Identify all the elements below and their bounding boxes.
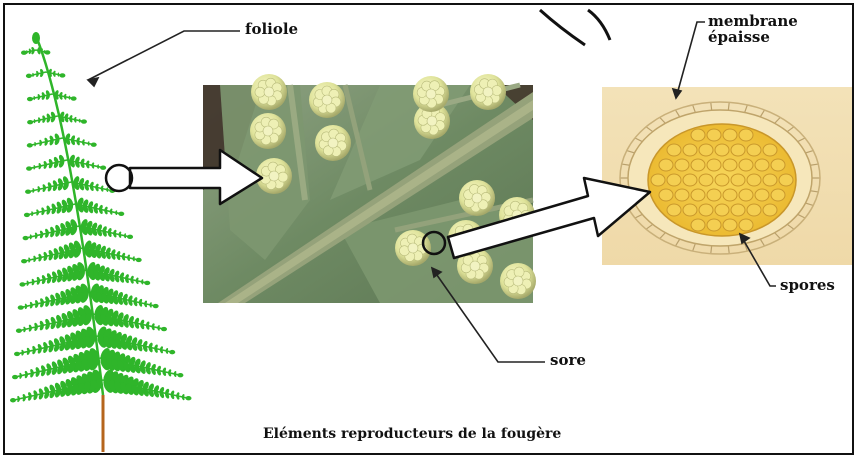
spore — [771, 189, 785, 201]
sorus — [315, 125, 351, 161]
figure-caption: Eléments reproducteurs de la fougère — [263, 427, 561, 442]
spore — [731, 174, 745, 186]
spore — [707, 189, 721, 201]
spore — [763, 204, 777, 216]
sorus — [500, 263, 536, 299]
spore — [723, 189, 737, 201]
label-sore: sore — [550, 353, 586, 369]
spore — [675, 159, 689, 171]
spore — [747, 204, 761, 216]
spore — [723, 219, 737, 231]
fern-pinna-right — [86, 261, 150, 285]
fern-pinna-right — [101, 368, 191, 401]
spore — [763, 144, 777, 156]
fern-pinna-left — [21, 47, 36, 55]
fern-pinna-left — [10, 368, 104, 402]
spore — [739, 219, 753, 231]
fern-pinna-right — [67, 154, 106, 170]
spore — [691, 129, 705, 141]
spore — [683, 144, 697, 156]
fern-pinna-left — [27, 111, 58, 124]
spore — [707, 129, 721, 141]
fern-pinna-right — [63, 133, 97, 147]
sorus — [413, 76, 449, 112]
spore — [771, 159, 785, 171]
spore — [659, 159, 673, 171]
fern-pinna-left — [27, 90, 52, 102]
spore — [755, 159, 769, 171]
fern-frond-illustration — [10, 32, 192, 452]
fern-pinna-left — [27, 133, 63, 148]
spore — [747, 144, 761, 156]
spore — [659, 189, 673, 201]
spore — [667, 204, 681, 216]
fern-pinna-left — [23, 218, 80, 240]
spore — [763, 174, 777, 186]
spore — [723, 159, 737, 171]
fern-pinna-right — [58, 111, 87, 124]
spore — [707, 219, 721, 231]
label-membrane: membrane épaisse — [708, 14, 798, 46]
fern-pinna-left — [19, 261, 86, 287]
spore — [715, 144, 729, 156]
sorus — [251, 74, 287, 110]
leader-arrowhead-foliole — [88, 78, 98, 86]
label-spores: spores — [780, 278, 835, 294]
label-membrane-line2: épaisse — [708, 30, 798, 46]
fern-pinna-left — [25, 175, 71, 194]
sorus — [459, 180, 495, 216]
spore — [755, 189, 769, 201]
spore — [683, 204, 697, 216]
spore — [667, 144, 681, 156]
spore — [723, 129, 737, 141]
spore — [651, 174, 665, 186]
fern-pinna-left — [16, 304, 94, 333]
highlight-circle-leaflet — [106, 165, 132, 191]
fern-tip — [32, 32, 40, 44]
spore — [675, 189, 689, 201]
spore — [683, 174, 697, 186]
watermark-fragment — [540, 10, 610, 45]
spore — [731, 144, 745, 156]
label-foliole: foliole — [245, 22, 298, 38]
spore — [739, 129, 753, 141]
fern-pinna-left — [26, 154, 67, 171]
fern-pinna-left — [26, 68, 46, 78]
fern-pinna-right — [89, 282, 158, 308]
spore — [731, 204, 745, 216]
sporangium-photo — [602, 87, 852, 265]
spore — [699, 204, 713, 216]
spore — [691, 219, 705, 231]
fern-pinna-left — [18, 282, 91, 309]
spore — [779, 174, 793, 186]
fern-pinna-right — [83, 239, 142, 262]
sorus — [256, 158, 292, 194]
sorus — [309, 82, 345, 118]
spore — [715, 174, 729, 186]
spore — [691, 159, 705, 171]
leader-line-foliole — [88, 31, 240, 80]
spore — [747, 174, 761, 186]
spore — [667, 174, 681, 186]
fern-pinna-right — [75, 197, 124, 216]
spore — [691, 189, 705, 201]
spore — [715, 204, 729, 216]
spore — [739, 159, 753, 171]
spore — [739, 189, 753, 201]
fern-pinna-left — [21, 240, 83, 264]
fern-pinna-left — [24, 197, 75, 217]
sorus — [470, 74, 506, 110]
spore — [707, 159, 721, 171]
leader-line-membrane — [676, 22, 705, 98]
leaf-underside-photo — [203, 74, 536, 303]
fern-pinna-right — [79, 218, 133, 239]
spore — [699, 174, 713, 186]
spore — [699, 144, 713, 156]
sorus — [250, 113, 286, 149]
